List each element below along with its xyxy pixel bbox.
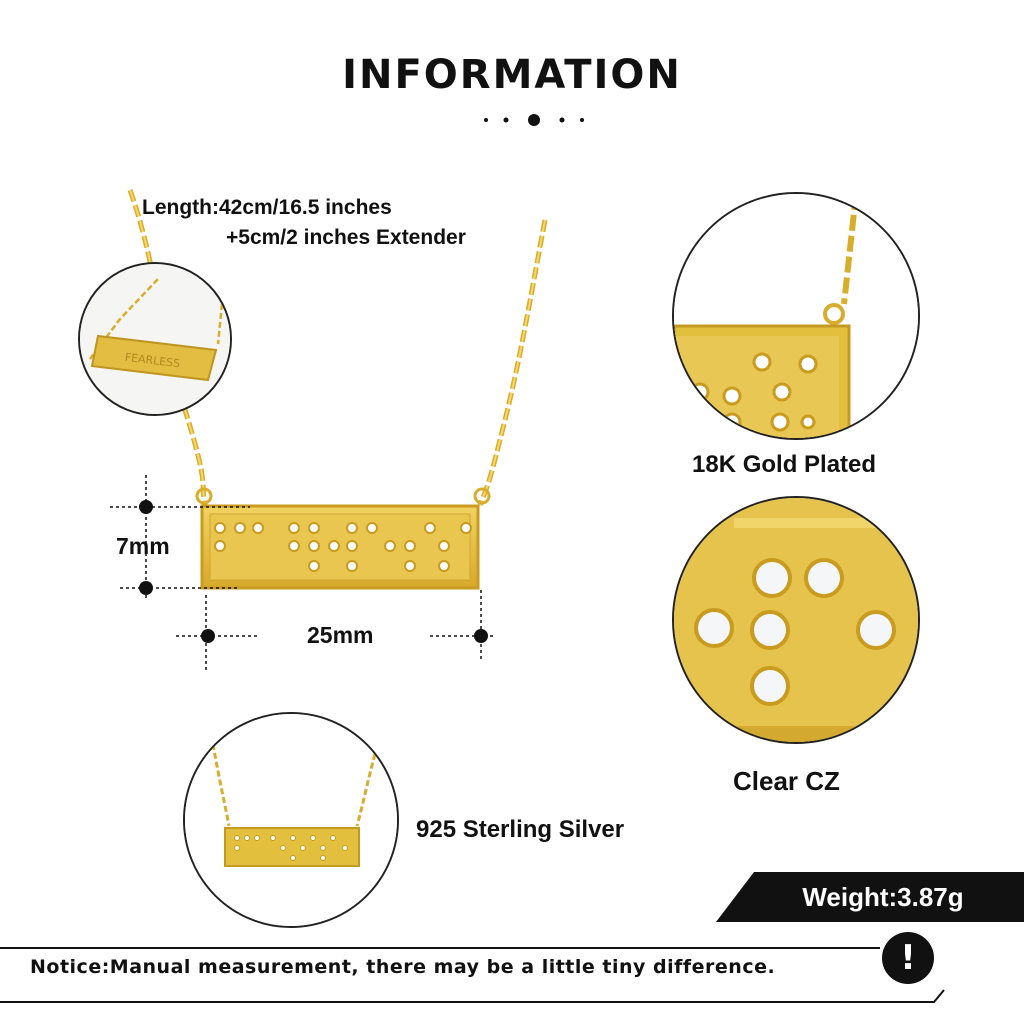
full-necklace-image: [185, 714, 397, 926]
notice-frame: [0, 947, 945, 1003]
height-dimension-label: 7mm: [116, 533, 170, 559]
full-necklace-view: [183, 712, 399, 928]
main-necklace-illustration: [110, 189, 548, 672]
page-title: INFORMATION: [342, 52, 682, 98]
cz-closeup-image: [674, 498, 918, 742]
plating-label: 18K Gold Plated: [692, 451, 877, 478]
engraved-bar-inset: FEARLESS: [78, 262, 232, 416]
material-label: 925 Sterling Silver: [416, 816, 625, 843]
notice-text: Notice:Manual measurement, there may be …: [30, 956, 776, 978]
width-dimension-label: 25mm: [307, 622, 374, 648]
engraved-bar-image: FEARLESS: [80, 264, 230, 414]
title-divider-dots: [484, 114, 584, 126]
gold-plating-closeup: [672, 192, 920, 440]
stone-label: Clear CZ: [733, 766, 840, 796]
length-label: Length:42cm/16.5 inches: [142, 196, 392, 219]
weight-label: Weight:3.87g: [802, 882, 964, 912]
alert-icon: !: [882, 932, 934, 984]
gold-closeup-image: [674, 194, 918, 438]
extender-label: +5cm/2 inches Extender: [226, 226, 466, 249]
clear-cz-closeup: [672, 496, 920, 744]
weight-banner: [716, 872, 1024, 922]
